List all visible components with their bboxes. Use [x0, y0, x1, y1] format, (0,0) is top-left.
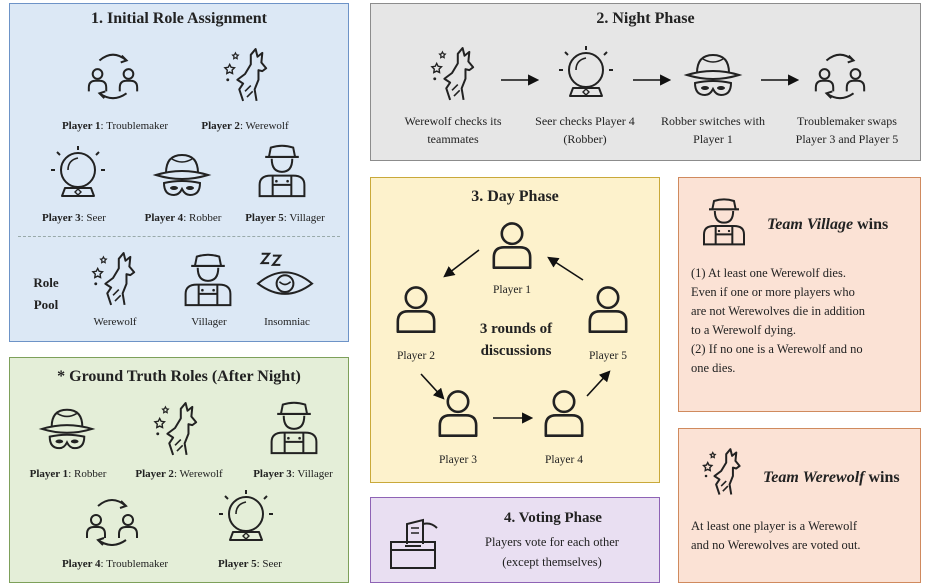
gt-player-3: Player 3: Villager — [253, 468, 333, 480]
team-werewolf-panel: Team Werewolf wins At least one player i… — [678, 428, 921, 583]
voting-description: Players vote for each other(except thems… — [485, 535, 619, 569]
day-player-5: Player 5 — [588, 350, 627, 362]
troublemaker-icon — [82, 494, 142, 546]
seer-icon — [48, 144, 108, 204]
pool-label-insomniac: Insomniac — [264, 316, 310, 328]
panel-title: 1. Initial Role Assignment — [90, 10, 267, 27]
team-werewolf-title: Team Werewolf wins — [763, 469, 900, 486]
player-3-label: Player 3: Seer — [42, 212, 106, 224]
werewolf-icon — [701, 443, 743, 499]
player-5-label: Player 5: Villager — [245, 212, 325, 224]
player-2-label: Player 2: Werewolf — [201, 120, 289, 132]
day-player-1: Player 1 — [492, 284, 531, 296]
initial-role-assignment-panel: 1. Initial Role Assignment Player 1: Tro… — [9, 3, 349, 342]
day-arrows — [371, 178, 611, 424]
day-player-4: Player 4 — [544, 454, 583, 466]
seer-icon — [216, 488, 276, 548]
panel-title: 3. Day Phase — [471, 188, 559, 205]
panel-title: 4. Voting Phase — [504, 510, 602, 526]
day-phase-panel: 3. Day Phase Player 1 Player 2 Player 5 … — [370, 177, 660, 483]
arrow-p4-to-p5 — [587, 370, 611, 396]
team-village-rules: (1) At least one Werewolf dies. Even if … — [691, 266, 866, 375]
player-4-label: Player 4: Robber — [144, 212, 222, 224]
divider — [18, 236, 340, 237]
villager-icon — [180, 250, 236, 308]
voting-phase-panel: 4. Voting Phase Players vote for each ot… — [370, 497, 660, 583]
robber-icon — [38, 404, 96, 452]
villager-icon — [266, 398, 322, 456]
team-werewolf-rules: At least one player is a Werewolf and no… — [691, 519, 861, 552]
panel-title: 2. Night Phase — [596, 10, 695, 27]
gt-player-1: Player 1: Robber — [29, 468, 107, 480]
pool-label-werewolf: Werewolf — [93, 316, 137, 328]
arrow-p2-to-p3 — [421, 374, 445, 400]
panel-title: * Ground Truth Roles (After Night) — [57, 368, 301, 385]
ground-truth-panel: * Ground Truth Roles (After Night) Playe… — [9, 357, 349, 583]
werewolf-icon — [90, 248, 138, 308]
gt-player-5: Player 5: Seer — [218, 558, 282, 570]
night-arrows — [371, 74, 800, 86]
arrow-p5-to-p1 — [547, 256, 583, 280]
troublemaker-icon — [84, 46, 142, 102]
night-step-2: Seer checks Player 4(Robber) — [535, 114, 635, 146]
insomniac-icon — [252, 250, 318, 306]
gt-player-2: Player 2: Werewolf — [135, 468, 223, 480]
ballot-box-icon — [383, 514, 443, 574]
day-player-3: Player 3 — [438, 454, 477, 466]
arrow-p1-to-p2 — [443, 250, 479, 278]
pool-label-villager: Villager — [191, 316, 227, 328]
robber-icon — [152, 149, 212, 199]
gt-player-4: Player 4: Troublemaker — [61, 558, 169, 570]
werewolf-icon — [152, 398, 200, 458]
villager-icon — [254, 142, 310, 198]
werewolf-icon — [222, 44, 270, 104]
day-player-2: Player 2 — [396, 350, 435, 362]
villager-icon — [699, 194, 749, 248]
team-village-title: Team Village wins — [767, 216, 889, 233]
team-village-panel: Team Village wins (1) At least one Werew… — [678, 177, 921, 412]
player-1-label: Player 1: Troublemaker — [61, 120, 169, 132]
